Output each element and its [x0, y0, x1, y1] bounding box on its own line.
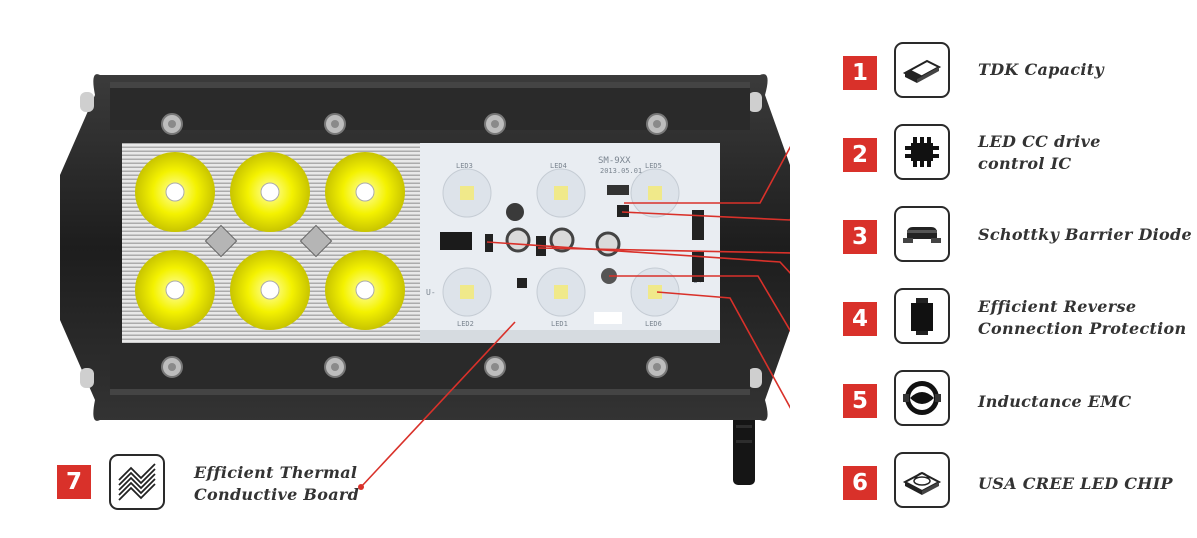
leader-5 [609, 275, 790, 332]
leader-dots [358, 484, 364, 490]
feature-6-label: USA CREE LED CHIP [978, 473, 1173, 495]
inductor-icon [903, 381, 941, 415]
leader-3 [537, 247, 790, 254]
feature-1-label: TDK Capacity [978, 59, 1104, 81]
feature-5-line-1: Inductance EMC [978, 392, 1132, 411]
feature-2-line-1: LED CC drive [978, 132, 1101, 151]
leader-2 [621, 211, 790, 221]
feature-5-label: Inductance EMC [978, 391, 1131, 413]
feature-6-badge: 6 [843, 466, 877, 500]
ic-chip-icon [905, 137, 939, 167]
silk-model: SM-9XX [598, 156, 631, 166]
silk-led-5: LED5 [645, 162, 662, 170]
feature-2-iconbox [894, 124, 950, 180]
feature-7-iconbox [109, 454, 165, 510]
feature-5-badge: 5 [843, 384, 877, 418]
feature-6-line-1: USA CREE LED CHIP [978, 474, 1173, 493]
silk-date: 2013.05.01 [600, 167, 642, 175]
feature-3-badge: 3 [843, 220, 877, 254]
leader-7 [360, 321, 516, 488]
reflector-block [122, 143, 422, 343]
leader-1 [624, 145, 790, 204]
feature-5-iconbox [894, 370, 950, 426]
feature-2-badge: 2 [843, 138, 877, 172]
feature-4-iconbox [894, 288, 950, 344]
silk-led-6: LED6 [645, 320, 662, 328]
feature-1-badge: 1 [843, 56, 877, 90]
feature-4-line-1: Efficient Reverse [978, 297, 1137, 316]
silk-led-4: LED4 [550, 162, 567, 170]
feature-6-iconbox [894, 452, 950, 508]
screws [161, 113, 668, 378]
silk-minus: U- [426, 288, 436, 297]
leader-lines [360, 145, 790, 488]
silk-led-2: LED2 [457, 320, 474, 328]
feature-3-line-1: Schottky Barrier Diode [978, 225, 1192, 244]
feature-4-label: Efficient Reverse Connection Protection [978, 296, 1186, 340]
feature-2-label: LED CC drive control IC [978, 131, 1101, 175]
feature-7-line-2: Conductive Board [194, 485, 360, 504]
feature-3-label: Schottky Barrier Diode [978, 224, 1192, 246]
feature-1-line-1: TDK Capacity [978, 60, 1105, 79]
smd-capacitor-icon [902, 59, 942, 83]
feature-1-iconbox [894, 42, 950, 98]
silk-led-1: LED1 [551, 320, 568, 328]
silk-led-3: LED3 [456, 162, 473, 170]
led-chip-icon [902, 471, 942, 495]
protection-module-icon [911, 298, 933, 335]
reflector-leds [135, 152, 405, 330]
diode-icon [903, 227, 941, 243]
thermal-board-icon [118, 463, 156, 501]
feature-2-line-2: control IC [978, 154, 1072, 173]
feature-3-iconbox [894, 206, 950, 262]
feature-4-line-2: Connection Protection [978, 319, 1187, 338]
feature-4-badge: 4 [843, 302, 877, 336]
leader-6 [656, 291, 790, 409]
circuit-board: LED3 LED4 LED5 LED2 LED1 LED6 SM-9XX 201… [420, 143, 720, 343]
feature-7-line-1: Efficient Thermal [194, 463, 358, 482]
feature-7-badge: 7 [57, 465, 91, 499]
board-leds [442, 168, 680, 317]
leader-4 [486, 241, 790, 274]
feature-7-label: Efficient Thermal Conductive Board [194, 462, 359, 506]
led-light-bar: LED3 LED4 LED5 LED2 LED1 LED6 SM-9XX 201… [60, 74, 790, 490]
